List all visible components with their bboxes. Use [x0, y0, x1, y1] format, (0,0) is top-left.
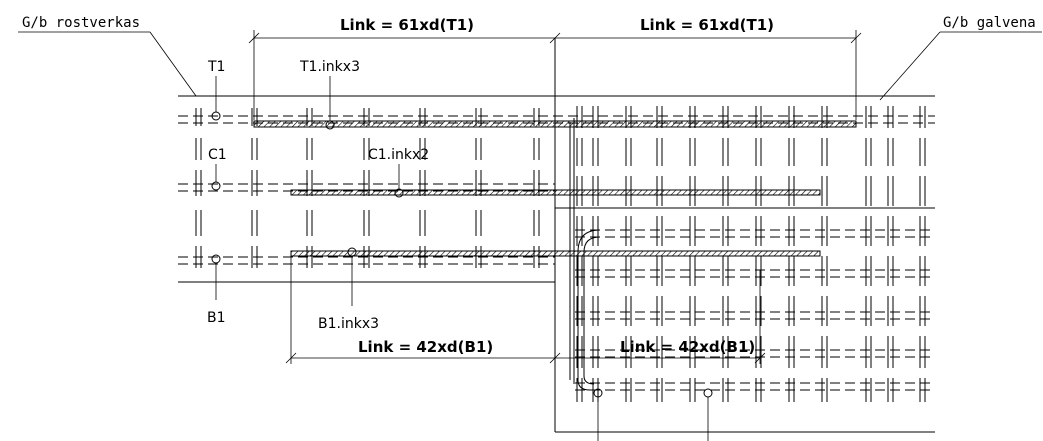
- label-c1: C1: [208, 147, 227, 163]
- label-b1-bar: B1.inkx3: [318, 316, 379, 332]
- label-t1-bar: T1.inkx3: [299, 59, 360, 75]
- outline-lines: [178, 38, 935, 433]
- t1-main-bar: [253, 120, 857, 128]
- b1-main-bar: [290, 250, 821, 257]
- dimension-lines: [248, 30, 862, 364]
- label-t1: T1: [207, 59, 225, 75]
- label-rostverkas: G/b rostverkas: [22, 15, 140, 31]
- c1-main-bar: [290, 189, 821, 196]
- dim-link-bottom-left: Link = 42xd(B1): [358, 338, 493, 356]
- dashed-bars: [178, 115, 935, 391]
- dim-link-bottom-right: Link = 42xd(B1): [620, 338, 755, 356]
- dim-link-top-right: Link = 61xd(T1): [640, 16, 774, 34]
- leader-lines: [18, 31, 1042, 441]
- dim-link-top-left: Link = 61xd(T1): [340, 16, 474, 34]
- stirrups-left: [195, 107, 540, 269]
- label-galvena: G/b galvena: [943, 15, 1036, 31]
- label-c1-bar: C1.inkx2: [368, 147, 429, 163]
- label-b1: B1: [207, 310, 226, 326]
